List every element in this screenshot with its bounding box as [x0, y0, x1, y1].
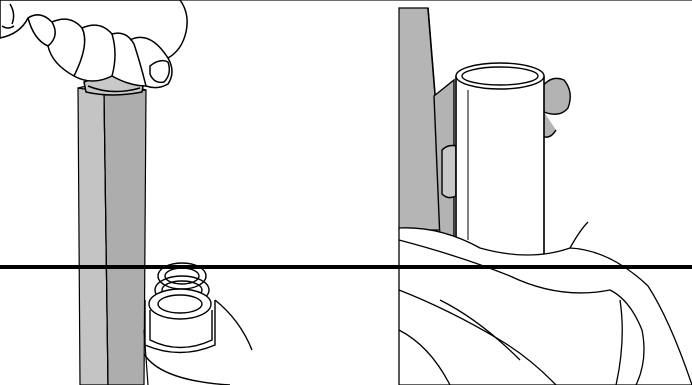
left-illustration-svg	[0, 0, 380, 385]
horizontal-divider-bar	[0, 265, 692, 269]
square-rod-icon	[78, 80, 148, 385]
sleeve-tube-icon	[434, 63, 570, 262]
left-illustration-panel	[0, 0, 380, 385]
right-illustration-svg	[380, 0, 692, 385]
hand-icon	[0, 0, 187, 95]
spring-coil-icon	[140, 263, 252, 385]
hand-icon	[399, 222, 692, 385]
right-illustration-panel	[380, 0, 692, 385]
